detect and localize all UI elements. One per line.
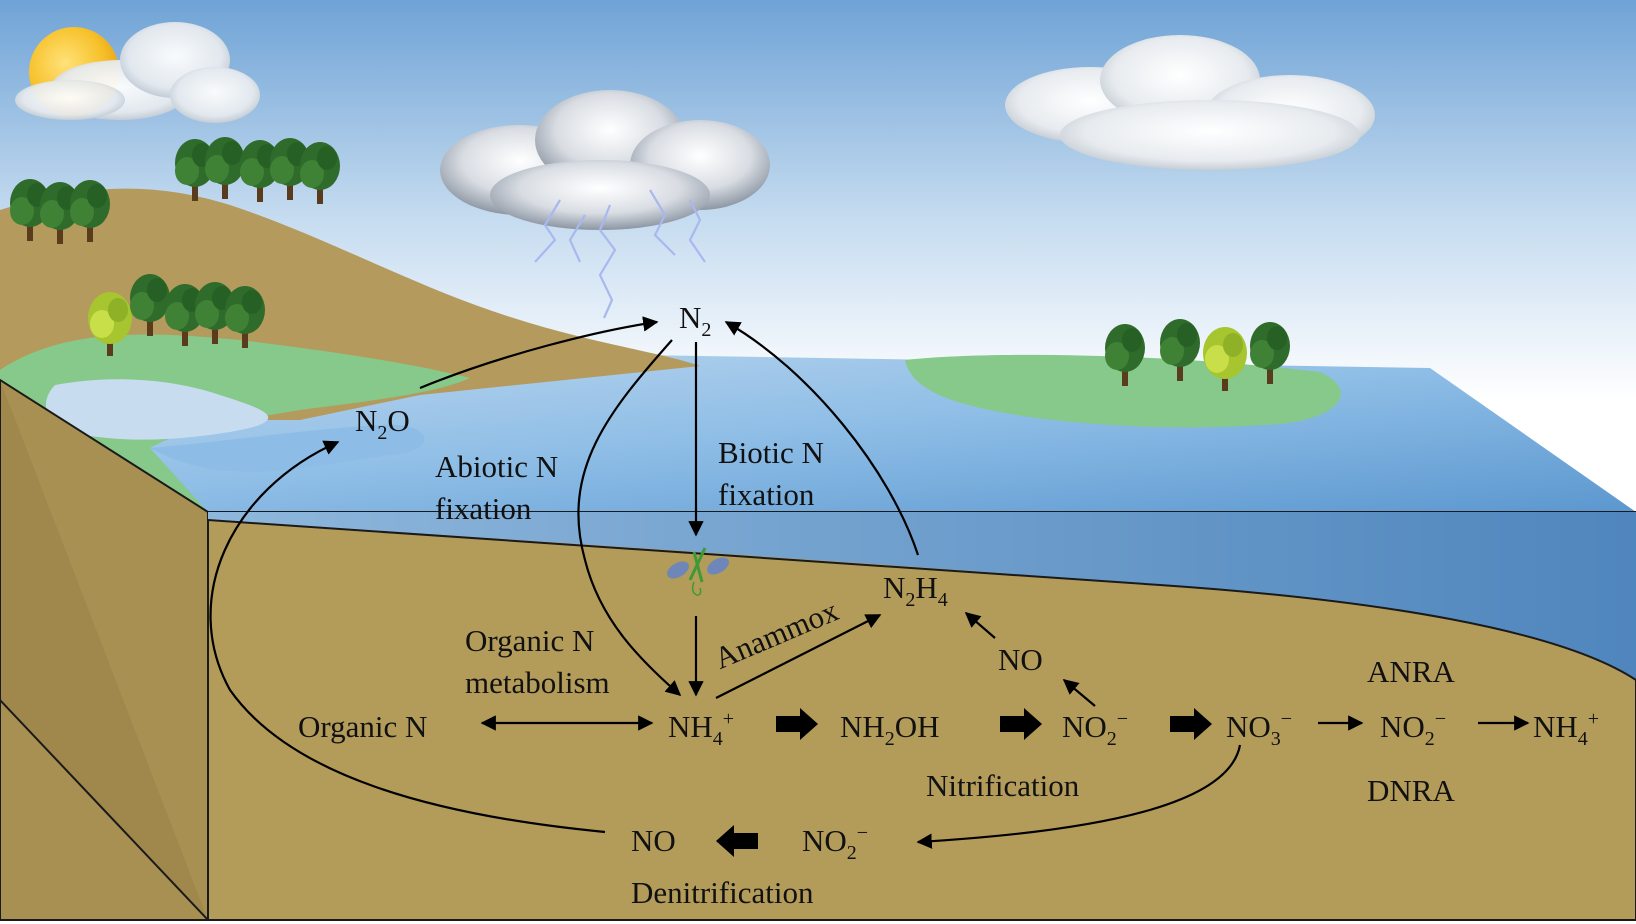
label-no-anammox: NO [998, 642, 1043, 677]
label-no2-dnra: NO2− [1380, 708, 1447, 750]
arrow-nh4-to-n2h4 [715, 614, 882, 699]
bacteria-icon [667, 547, 729, 596]
label-anra: ANRA [1367, 654, 1455, 689]
label-n2: N2 [679, 300, 712, 341]
arrow-n2o-to-n2 [419, 316, 659, 390]
label-nh4-dnra: NH4+ [1533, 708, 1600, 750]
label-n2h4: N2H4 [883, 570, 948, 611]
arrow-no2-to-no [1062, 679, 1096, 707]
block-arrow-nh2oh-no2 [1000, 708, 1042, 740]
label-nh4: NH4+ [668, 708, 735, 750]
arrow-n2-abiotic-to-nh4 [577, 339, 682, 697]
arrow-n2h4-to-n2 [724, 321, 920, 556]
block-arrows [716, 708, 1212, 857]
label-no3: NO3− [1226, 708, 1293, 750]
label-dnra: DNRA [1367, 773, 1455, 808]
label-organic-n-metabolism: Organic N metabolism [465, 623, 610, 701]
label-nh2oh: NH2OH [840, 709, 940, 750]
river-inlet [150, 424, 425, 472]
arrows [209, 316, 1530, 849]
water-cross-section [208, 512, 1636, 680]
cloud-icon [15, 22, 260, 123]
arrow-no3-to-no2-denit [916, 744, 1242, 849]
storm-cloud-icon [440, 90, 770, 230]
river [45, 379, 269, 440]
label-organic-n: Organic N [298, 709, 428, 744]
lightning-icon [534, 189, 706, 319]
block-arrow-no2-no3 [1170, 708, 1212, 740]
label-biotic-fixation: Biotic N fixation [718, 435, 824, 513]
label-no2-nitrification: NO2− [1062, 708, 1129, 750]
label-n2o: N2O [355, 403, 410, 444]
label-abiotic-fixation: Abiotic N fixation [435, 449, 559, 527]
label-nitrification: Nitrification [926, 768, 1080, 803]
block-arrow-no2-no-denit [716, 825, 758, 857]
block-arrow-nh4-nh2oh [776, 708, 818, 740]
label-denitrification: Denitrification [631, 875, 814, 910]
label-no2-denitrification: NO2− [802, 822, 869, 864]
cloud-icon [1005, 35, 1375, 170]
arrow-denit-to-n2o [209, 440, 606, 834]
label-no-denitrification: NO [631, 823, 676, 858]
arrow-no-to-n2h4 [964, 611, 996, 639]
soil-front-edge [0, 380, 209, 921]
